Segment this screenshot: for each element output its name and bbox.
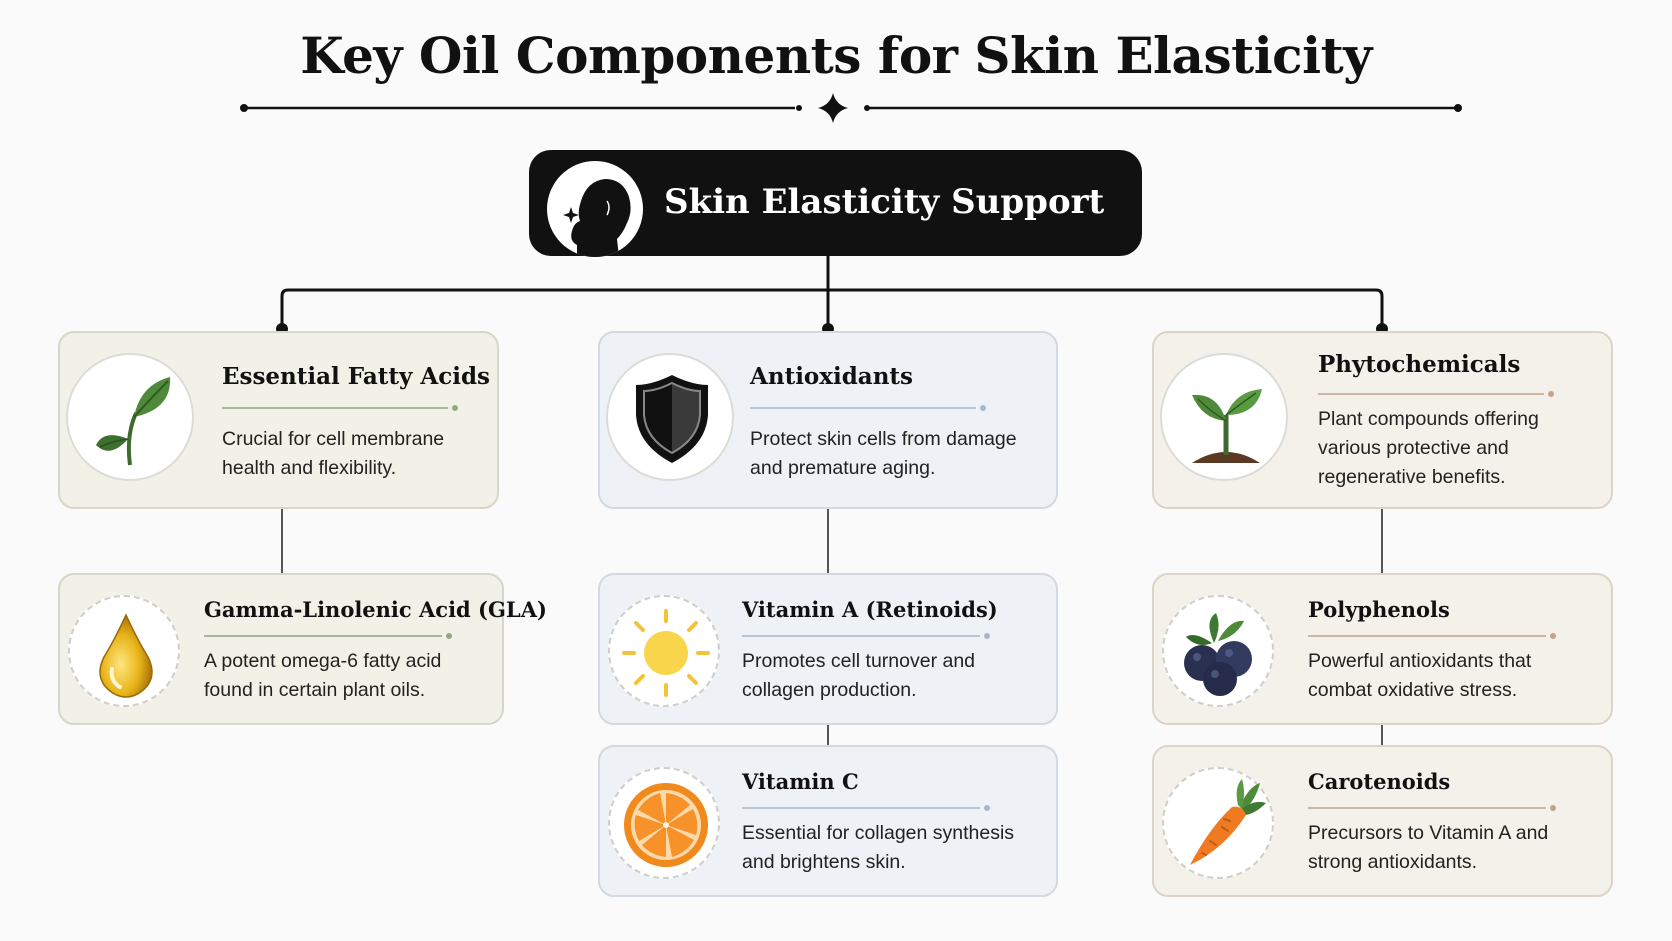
- item-title: Carotenoids: [1308, 769, 1451, 794]
- blueberries-icon: [1162, 595, 1274, 707]
- leaf-icon: [66, 353, 194, 481]
- item-title: Vitamin A (Retinoids): [742, 597, 998, 622]
- sparkle-ornament: [818, 93, 848, 123]
- item-title: Polyphenols: [1308, 597, 1450, 622]
- category-card-essential-fatty-acids: Essential Fatty Acids Crucial for cell m…: [58, 331, 499, 509]
- woman-profile-icon: [547, 161, 643, 257]
- category-description: Plant compounds offering various protect…: [1318, 408, 1539, 488]
- title-rule: [742, 805, 990, 811]
- title-rule: [204, 633, 452, 639]
- root-label: Skin Elasticity Support: [664, 182, 1105, 222]
- title-rule: [1318, 391, 1554, 397]
- category-title: Phytochemicals: [1318, 351, 1521, 378]
- item-description: Promotes cell turnover and collagen prod…: [742, 650, 976, 701]
- sun-icon: [608, 595, 720, 707]
- oil-drop-icon: [68, 595, 180, 707]
- page-title: Key Oil Components for Skin Elasticity: [300, 26, 1372, 85]
- item-description: Essential for collagen synthesis and bri…: [742, 822, 1015, 873]
- title-rule: [750, 405, 986, 411]
- item-card-gla: Gamma-Linolenic Acid (GLA) A potent omeg…: [58, 573, 547, 725]
- category-card-antioxidants: Antioxidants Protect skin cells from dam…: [598, 331, 1058, 509]
- carrot-icon: [1162, 767, 1274, 879]
- item-description: A potent omega-6 fatty acid found in cer…: [204, 650, 442, 701]
- item-card-polyphenols: Polyphenols Powerful antioxidants that c…: [1152, 573, 1613, 725]
- title-rule: [222, 405, 458, 411]
- item-card-vitamin-c: Vitamin C Essential for collagen synthes…: [598, 745, 1058, 897]
- category-title: Essential Fatty Acids: [222, 363, 491, 390]
- item-card-carotenoids: Carotenoids Precursors to Vitamin A and …: [1152, 745, 1613, 897]
- root-node: Skin Elasticity Support: [529, 150, 1142, 257]
- category-title: Antioxidants: [750, 363, 913, 390]
- item-description: Powerful antioxidants that combat oxidat…: [1308, 650, 1532, 701]
- shield-icon: [606, 353, 734, 481]
- item-title: Vitamin C: [742, 769, 859, 794]
- orange-slice-icon: [608, 767, 720, 879]
- item-description: Precursors to Vitamin A and strong antio…: [1308, 822, 1549, 873]
- item-title: Gamma-Linolenic Acid (GLA): [204, 597, 547, 622]
- title-rule: [742, 633, 990, 639]
- category-description: Protect skin cells from damage and prema…: [750, 428, 1017, 479]
- category-card-phytochemicals: Phytochemicals Plant compounds offering …: [1152, 331, 1613, 509]
- title-rule: [1308, 805, 1556, 811]
- title-rule: [1308, 633, 1556, 639]
- item-card-vitamin-a: Vitamin A (Retinoids) Promotes cell turn…: [598, 573, 1058, 725]
- sprout-icon: [1160, 353, 1288, 481]
- category-description: Crucial for cell membrane health and fle…: [222, 428, 445, 479]
